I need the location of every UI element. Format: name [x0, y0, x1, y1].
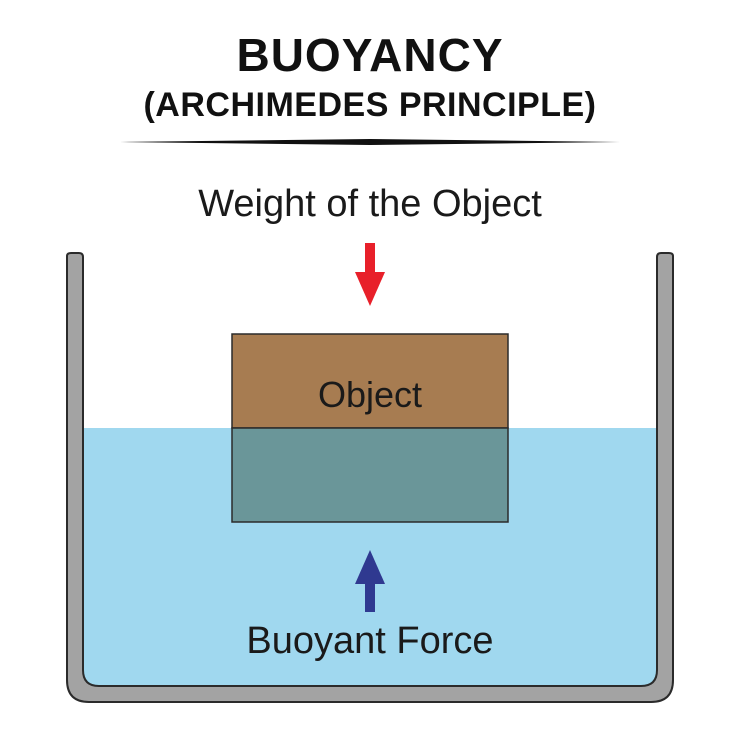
diagram-title: BUOYANCY — [236, 29, 504, 81]
buoyant-force-label: Buoyant Force — [246, 620, 494, 662]
diagram-subtitle: (ARCHIMEDES PRINCIPLE) — [143, 86, 597, 124]
container — [66, 252, 674, 703]
weight-label: Weight of the Object — [198, 183, 542, 225]
title-underline — [120, 139, 620, 145]
object-block — [231, 333, 509, 429]
object-submerged — [231, 427, 509, 523]
arrow-up-icon — [355, 550, 385, 612]
arrow-down-icon — [355, 243, 385, 306]
object-label: Object — [317, 374, 423, 415]
